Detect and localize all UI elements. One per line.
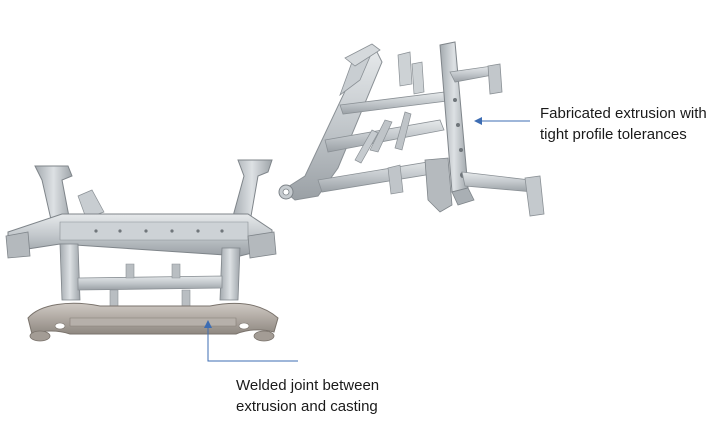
rear-subframe-image [278,41,545,217]
front-subframe-image [5,159,279,342]
weld-pointer-arrow [204,320,298,362]
extrusion-pointer-arrow [474,117,530,125]
fabricated-extrusion-caption: Fabricated extrusion with tight profile … [540,103,707,145]
caption-line: Fabricated extrusion with [540,105,707,122]
caption-line: extrusion and casting [236,398,378,415]
caption-line: Welded joint between [236,377,380,394]
welded-joint-caption: Welded joint between extrusion and casti… [236,375,379,417]
caption-line: tight profile tolerances [540,126,687,143]
